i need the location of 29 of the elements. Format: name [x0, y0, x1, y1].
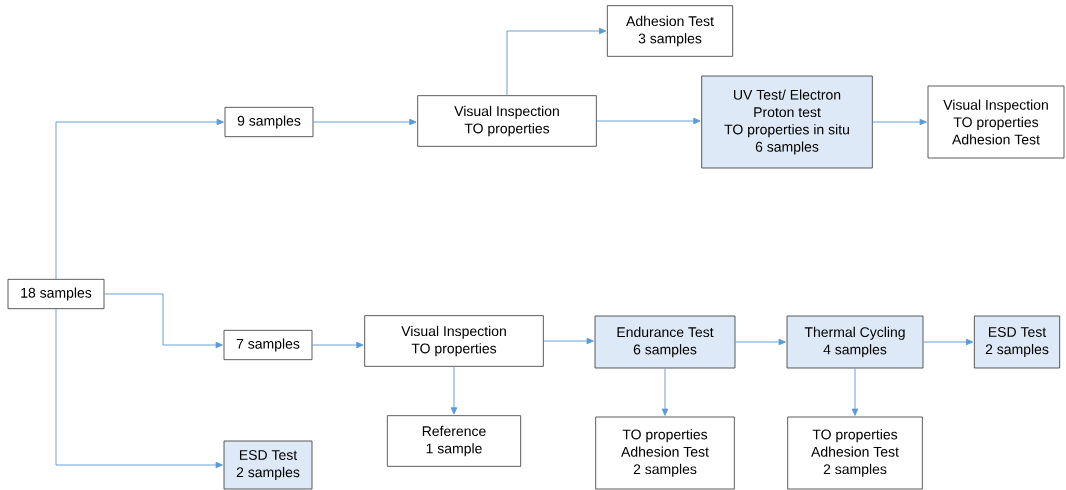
arrow [922, 338, 974, 346]
arrow [543, 337, 594, 345]
process-box: Visual Inspection TO properties [417, 95, 597, 147]
test-box: ESD Test 2 samples [973, 315, 1061, 369]
arrow [872, 118, 927, 126]
process-box: Visual Inspection TO properties [364, 315, 544, 367]
arrow [596, 117, 701, 125]
process-box: 18 samples [7, 278, 105, 310]
process-box: Reference 1 sample [386, 415, 522, 467]
test-box: Thermal Cycling 4 samples [786, 315, 924, 369]
test-box: Endurance Test 6 samples [594, 315, 736, 369]
arrow [55, 118, 224, 280]
arrow [312, 118, 417, 126]
arrow [506, 27, 607, 96]
process-box: TO properties Adhesion Test 2 samples [787, 416, 923, 490]
test-box: UV Test/ Electron Proton test TO properties in situ 6 samples [701, 75, 873, 169]
process-box: 9 samples [224, 106, 314, 138]
test-box: ESD Test 2 samples [223, 440, 313, 490]
process-box: Visual Inspection TO properties Adhesion Test [927, 85, 1065, 159]
arrow [661, 367, 669, 416]
arrow [103, 293, 223, 349]
process-box: 7 samples [223, 329, 313, 361]
process-box: Adhesion Test 3 samples [606, 5, 734, 57]
process-box: TO properties Adhesion Test 2 samples [595, 416, 735, 490]
arrow [311, 341, 364, 349]
arrow [734, 338, 786, 346]
arrow [55, 308, 223, 469]
arrow [851, 367, 859, 416]
arrow [450, 366, 458, 415]
